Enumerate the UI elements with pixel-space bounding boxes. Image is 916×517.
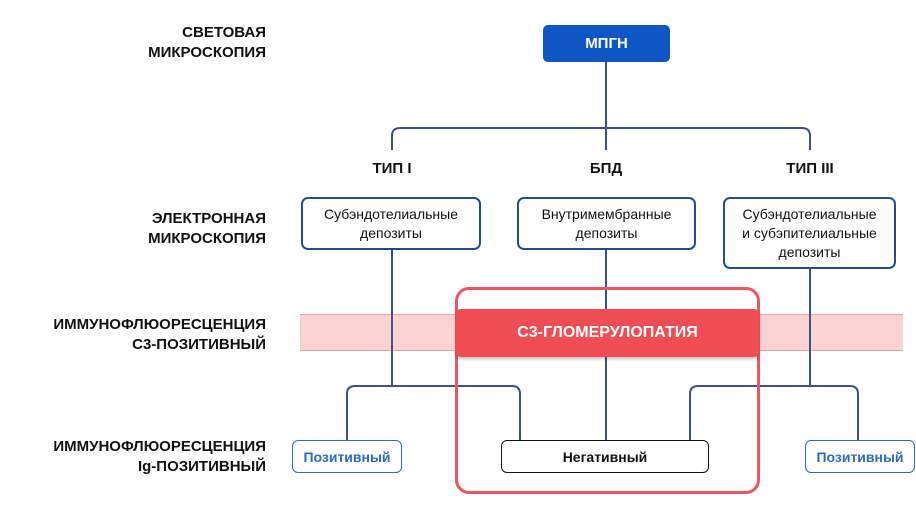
positive-right-box: Позитивный — [805, 440, 915, 473]
type1-split — [346, 385, 521, 440]
type1-label: ТИП I — [372, 160, 412, 177]
deposits-bpd-box: Внутримембранные депозиты — [517, 197, 696, 250]
deposits-type1-box: Субэндотелиальные депозиты — [301, 197, 481, 250]
bpd-label: БПД — [589, 160, 623, 177]
c3-glomerulopathy-label: С3-ГЛОМЕРУЛОПАТИЯ — [456, 309, 759, 357]
row-label-if-ig: ИММУНОФЛЮОРЕСЦЕНЦИЯ Ig-ПОЗИТИВНЫЙ — [53, 438, 266, 475]
c3-glomerulopathy-frame — [455, 287, 760, 494]
row-label-electron-microscopy: ЭЛЕКТРОННАЯ МИКРОСКОПИЯ — [148, 210, 266, 247]
row-label-light-microscopy: СВЕТОВАЯ МИКРОСКОПИЯ — [148, 24, 266, 61]
type3-split — [689, 385, 859, 440]
type3-label: ТИП III — [786, 160, 834, 177]
row-label-if-c3: ИММУНОФЛЮОРЕСЦЕНЦИЯ С3-ПОЗИТИВНЫЙ — [53, 316, 266, 353]
positive-left-box: Позитивный — [292, 440, 402, 473]
mpgn-node: МПГН — [543, 25, 670, 62]
deposits-type3-box: Субэндотелиальные и субэпителиальные деп… — [723, 197, 896, 269]
negative-box: Негативный — [501, 440, 709, 473]
branch-bar — [391, 127, 811, 150]
